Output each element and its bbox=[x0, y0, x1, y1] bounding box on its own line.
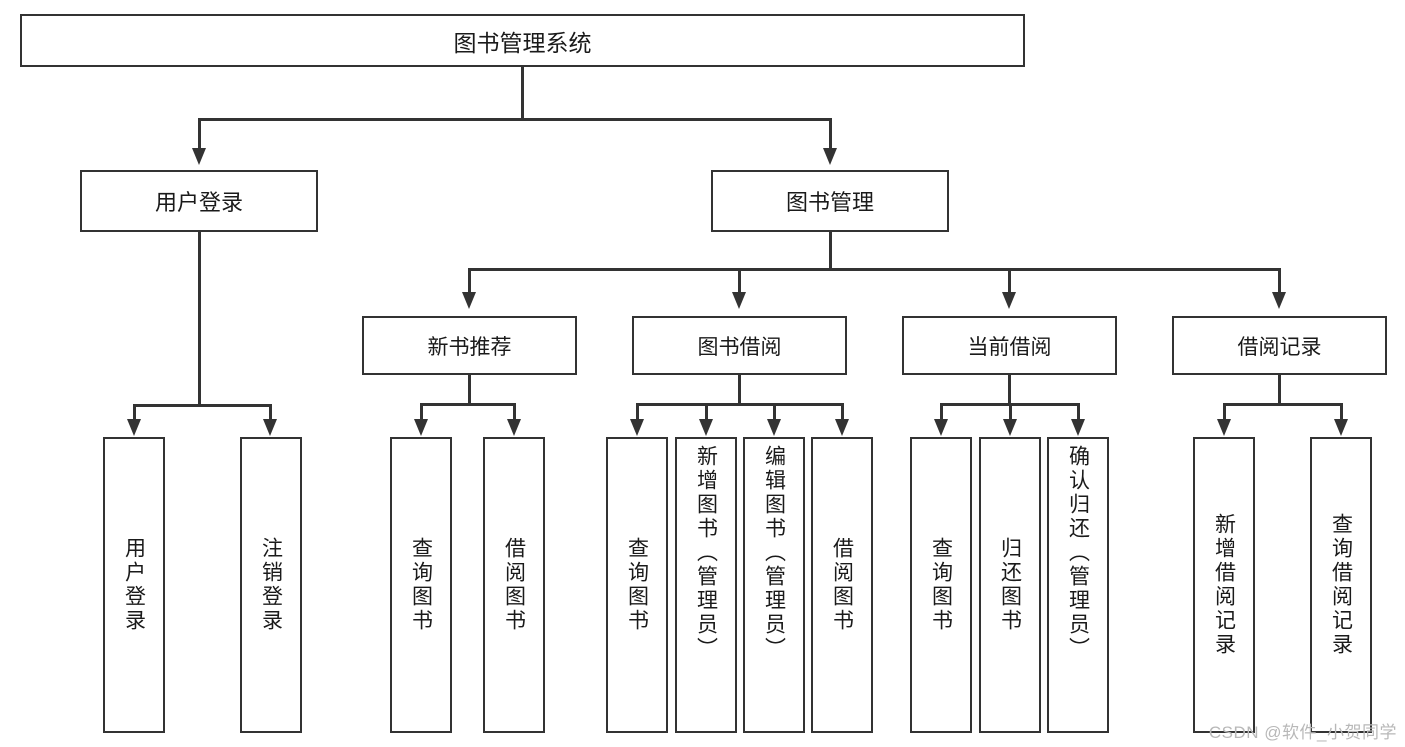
arrow-br-leaf-2 bbox=[1334, 419, 1348, 436]
edge-drop-current-borrow bbox=[1008, 268, 1011, 294]
edge-drop-bb-leaf-2 bbox=[705, 403, 708, 421]
leaf-current-borrow-confirm-return-admin[interactable]: 确认归还（管理员） bbox=[1047, 437, 1109, 733]
node-new-book-recommend[interactable]: 新书推荐 bbox=[362, 316, 577, 375]
arrow-book-borrow bbox=[732, 292, 746, 309]
edge-drop-bb-leaf-4 bbox=[841, 403, 844, 421]
node-current-borrow[interactable]: 当前借阅 bbox=[902, 316, 1117, 375]
edge-new-book-recommend-stem bbox=[468, 375, 471, 405]
edge-book-borrow-stem bbox=[738, 375, 741, 405]
edge-drop-user-login bbox=[198, 118, 201, 150]
edge-drop-cb-leaf-2 bbox=[1009, 403, 1012, 421]
leaf-user-login-logout[interactable]: 注销登录 bbox=[240, 437, 302, 733]
leaf-label: 编辑图书（管理员） bbox=[762, 445, 786, 661]
leaf-current-borrow-query-book[interactable]: 查询图书 bbox=[910, 437, 972, 733]
arrow-bb-leaf-4 bbox=[835, 419, 849, 436]
edge-drop-br-leaf-2 bbox=[1340, 403, 1343, 421]
node-label: 图书借阅 bbox=[697, 335, 782, 359]
node-label: 当前借阅 bbox=[967, 335, 1052, 359]
leaf-label: 确认归还（管理员） bbox=[1066, 445, 1090, 661]
edge-drop-bb-leaf-1 bbox=[636, 403, 639, 421]
arrow-book-management bbox=[823, 148, 837, 165]
arrow-br-leaf-1 bbox=[1217, 419, 1231, 436]
edge-drop-br-leaf-1 bbox=[1223, 403, 1226, 421]
leaf-new-book-recommend-query-book[interactable]: 查询图书 bbox=[390, 437, 452, 733]
node-root-book-management-system[interactable]: 图书管理系统 bbox=[20, 14, 1025, 67]
edge-level3-bus bbox=[468, 268, 1280, 271]
node-label: 用户登录 bbox=[154, 190, 243, 215]
arrow-cb-leaf-2 bbox=[1003, 419, 1017, 436]
edge-user-login-stem bbox=[198, 232, 201, 406]
node-book-management[interactable]: 图书管理 bbox=[711, 170, 949, 232]
arrow-leaf-user-login-1 bbox=[127, 419, 141, 436]
leaf-user-login-login[interactable]: 用户登录 bbox=[103, 437, 165, 733]
edge-borrow-record-stem bbox=[1278, 375, 1281, 405]
edge-drop-new-book-recommend bbox=[468, 268, 471, 294]
leaf-label: 查询图书 bbox=[409, 537, 433, 633]
leaf-label: 查询图书 bbox=[625, 537, 649, 633]
edge-new-book-recommend-bus bbox=[420, 403, 515, 406]
edge-drop-cb-leaf-1 bbox=[940, 403, 943, 421]
leaf-label: 查询借阅记录 bbox=[1329, 513, 1353, 657]
arrow-leaf-user-login-2 bbox=[263, 419, 277, 436]
edge-drop-book-management bbox=[829, 118, 832, 150]
edge-drop-nbr-leaf-1 bbox=[420, 403, 423, 421]
arrow-borrow-record bbox=[1272, 292, 1286, 309]
leaf-current-borrow-return-book[interactable]: 归还图书 bbox=[979, 437, 1041, 733]
leaf-book-borrow-borrow-book[interactable]: 借阅图书 bbox=[811, 437, 873, 733]
edge-book-management-stem bbox=[829, 232, 832, 270]
edge-root-stem bbox=[521, 67, 524, 118]
leaf-label: 查询图书 bbox=[929, 537, 953, 633]
leaf-label: 注销登录 bbox=[259, 537, 283, 633]
arrow-cb-leaf-1 bbox=[934, 419, 948, 436]
edge-drop-borrow-record bbox=[1278, 268, 1281, 294]
arrow-user-login bbox=[192, 148, 206, 165]
edge-borrow-record-bus bbox=[1223, 403, 1342, 406]
node-label: 图书管理系统 bbox=[453, 29, 592, 56]
arrow-bb-leaf-2 bbox=[699, 419, 713, 436]
edge-current-borrow-stem bbox=[1008, 375, 1011, 405]
node-user-login[interactable]: 用户登录 bbox=[80, 170, 318, 232]
leaf-label: 借阅图书 bbox=[502, 537, 526, 633]
node-borrow-record[interactable]: 借阅记录 bbox=[1172, 316, 1387, 375]
leaf-borrow-record-query-record[interactable]: 查询借阅记录 bbox=[1310, 437, 1372, 733]
node-label: 图书管理 bbox=[785, 190, 874, 215]
leaf-label: 新增图书（管理员） bbox=[694, 445, 718, 661]
watermark-text: CSDN @软件_小贺同学 bbox=[1208, 723, 1397, 742]
arrow-new-book-recommend bbox=[462, 292, 476, 309]
arrow-nbr-leaf-1 bbox=[414, 419, 428, 436]
leaf-label: 借阅图书 bbox=[830, 537, 854, 633]
arrow-nbr-leaf-2 bbox=[507, 419, 521, 436]
edge-drop-book-borrow bbox=[738, 268, 741, 294]
node-label: 借阅记录 bbox=[1237, 335, 1322, 359]
edge-drop-leaf-user-login-1 bbox=[133, 404, 136, 421]
edge-drop-bb-leaf-3 bbox=[773, 403, 776, 421]
leaf-book-borrow-add-book-admin[interactable]: 新增图书（管理员） bbox=[675, 437, 737, 733]
leaf-label: 新增借阅记录 bbox=[1212, 513, 1236, 657]
arrow-bb-leaf-3 bbox=[767, 419, 781, 436]
arrow-bb-leaf-1 bbox=[630, 419, 644, 436]
arrow-current-borrow bbox=[1002, 292, 1016, 309]
leaf-book-borrow-edit-book-admin[interactable]: 编辑图书（管理员） bbox=[743, 437, 805, 733]
edge-book-borrow-bus bbox=[636, 403, 843, 406]
leaf-book-borrow-query-book[interactable]: 查询图书 bbox=[606, 437, 668, 733]
node-label: 新书推荐 bbox=[427, 335, 512, 359]
leaf-label: 用户登录 bbox=[122, 537, 146, 633]
leaf-label: 归还图书 bbox=[998, 537, 1022, 633]
edge-user-login-bus bbox=[133, 404, 271, 407]
leaf-borrow-record-add-record[interactable]: 新增借阅记录 bbox=[1193, 437, 1255, 733]
edge-drop-cb-leaf-3 bbox=[1077, 403, 1080, 421]
leaf-new-book-recommend-borrow-book[interactable]: 借阅图书 bbox=[483, 437, 545, 733]
edge-drop-leaf-user-login-2 bbox=[269, 404, 272, 421]
arrow-cb-leaf-3 bbox=[1071, 419, 1085, 436]
edge-drop-nbr-leaf-2 bbox=[513, 403, 516, 421]
edge-level2-bus bbox=[198, 118, 832, 121]
node-book-borrow[interactable]: 图书借阅 bbox=[632, 316, 847, 375]
